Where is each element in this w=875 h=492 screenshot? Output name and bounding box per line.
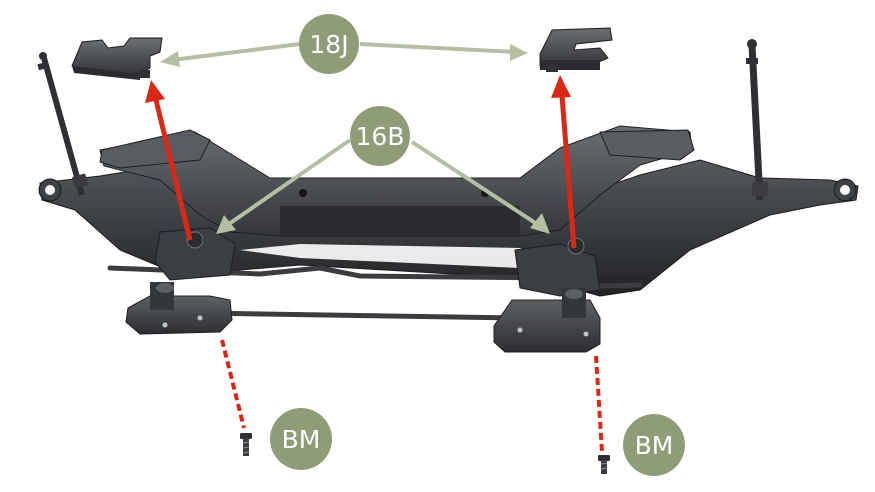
arrow-right-up bbox=[559, 95, 577, 249]
subframe-left-horn bbox=[99, 129, 211, 169]
right-vertical-rod bbox=[746, 39, 768, 201]
callout-bm-right-label: BM bbox=[635, 431, 674, 460]
leader-16b-right bbox=[410, 140, 542, 228]
assembly-arrows bbox=[145, 75, 604, 453]
leader-18j-right bbox=[359, 42, 517, 54]
arrow-left-up-head bbox=[145, 80, 165, 103]
leader-lines bbox=[160, 42, 550, 234]
left-vertical-rod bbox=[37, 52, 88, 196]
front-tie-rod bbox=[107, 265, 643, 289]
subframe-right-horn bbox=[599, 129, 695, 161]
bm-screw-right bbox=[598, 455, 610, 474]
right-bracket bbox=[514, 243, 601, 297]
subframe-beam-front-face bbox=[280, 206, 520, 236]
subframe bbox=[38, 125, 859, 297]
part-18j-right bbox=[539, 27, 613, 72]
arrow-right-up-head bbox=[551, 75, 571, 98]
left-eye-hole bbox=[45, 185, 55, 195]
right-eye-hole bbox=[840, 185, 850, 195]
left-bracket bbox=[154, 227, 236, 281]
callout-18j-label: 18J bbox=[309, 30, 348, 59]
bm-screw-left bbox=[240, 433, 252, 456]
arrow-left-screw bbox=[220, 339, 246, 429]
callout-16b-label: 16B bbox=[356, 122, 405, 151]
subframe-inner-opening bbox=[240, 244, 560, 268]
part-18j-left bbox=[71, 37, 163, 80]
arrow-left-up bbox=[153, 99, 193, 241]
callout-16b: 16B bbox=[350, 106, 410, 166]
callout-bm-right: BM bbox=[623, 414, 685, 476]
tie-rods bbox=[107, 265, 643, 321]
callout-18j: 18J bbox=[299, 14, 359, 74]
arrow-right-screw bbox=[594, 355, 604, 453]
leader-16b-left bbox=[224, 138, 352, 228]
leader-18j-right-head bbox=[510, 44, 528, 61]
leader-18j-left-head bbox=[160, 51, 180, 67]
leader-16b-left-head bbox=[216, 215, 236, 234]
left-mounting-plate bbox=[125, 227, 236, 335]
leader-16b-right-head bbox=[530, 213, 550, 234]
beam-hole-left bbox=[299, 189, 307, 197]
callout-bm-left: BM bbox=[270, 408, 332, 470]
callout-bm-left-label: BM bbox=[282, 425, 321, 454]
lower-tie-rod bbox=[197, 310, 523, 321]
right-mounting-plate bbox=[493, 237, 601, 353]
leader-18j-left bbox=[171, 42, 301, 62]
